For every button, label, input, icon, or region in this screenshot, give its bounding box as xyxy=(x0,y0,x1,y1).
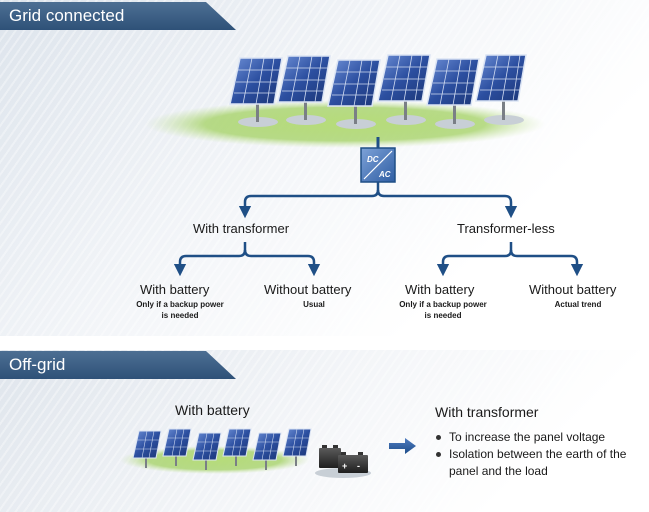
solar-panel-3 xyxy=(327,59,381,129)
bullet-dot-icon xyxy=(436,452,441,457)
transformer-bullet-list: To increase the panel voltage Isolation … xyxy=(435,429,649,480)
transformer-less-label: Transformer-less xyxy=(457,221,555,236)
inverter-ac-text: AC xyxy=(378,170,391,179)
left-with-battery-note: Only if a backup power is needed xyxy=(136,300,224,320)
right-with-battery-label: With battery xyxy=(405,282,475,297)
grid-connected-panel: Grid connected xyxy=(0,0,649,336)
solar-panel-2 xyxy=(277,55,331,125)
right-with-battery-note: Only if a backup power is needed xyxy=(399,300,487,320)
left-without-battery-label: Without battery xyxy=(264,282,352,297)
bullet-item: To increase the panel voltage xyxy=(435,429,649,446)
left-without-battery-note: Usual xyxy=(303,300,325,309)
arrow-to-with-transformer xyxy=(238,182,380,219)
bullet-text: To increase the panel voltage xyxy=(449,430,606,444)
bullet-dot-icon xyxy=(436,435,441,440)
off-grid-battery-label: With battery xyxy=(175,402,250,418)
arrow-left-with-battery xyxy=(173,242,247,277)
solar-panel-5 xyxy=(426,58,480,129)
with-transformer-label: With transformer xyxy=(193,221,290,236)
inverter-box xyxy=(360,147,396,183)
grid-connected-banner: Grid connected xyxy=(0,2,236,30)
off-grid-transformer-title: With transformer xyxy=(435,404,539,420)
arrow-right-without-battery xyxy=(509,249,584,277)
bullet-item: Isolation between the earth of the panel… xyxy=(435,446,649,480)
right-without-battery-label: Without battery xyxy=(529,282,617,297)
grid-diagram: DC AC xyxy=(145,54,584,277)
off-grid-banner: Off-grid xyxy=(0,351,236,379)
bullet-text: Isolation between the earth of the panel… xyxy=(449,447,627,478)
solar-panel-1 xyxy=(229,57,283,127)
right-without-battery-note: Actual trend xyxy=(554,300,602,309)
solar-panel-4 xyxy=(377,54,431,125)
arrow-left-without-battery xyxy=(243,249,321,277)
inverter-dc-text: DC xyxy=(367,155,379,164)
solar-panel-6 xyxy=(475,54,527,125)
arrow-to-transformer-less xyxy=(376,189,518,219)
arrow-right-with-battery xyxy=(436,242,513,277)
left-with-battery-label: With battery xyxy=(140,282,210,297)
